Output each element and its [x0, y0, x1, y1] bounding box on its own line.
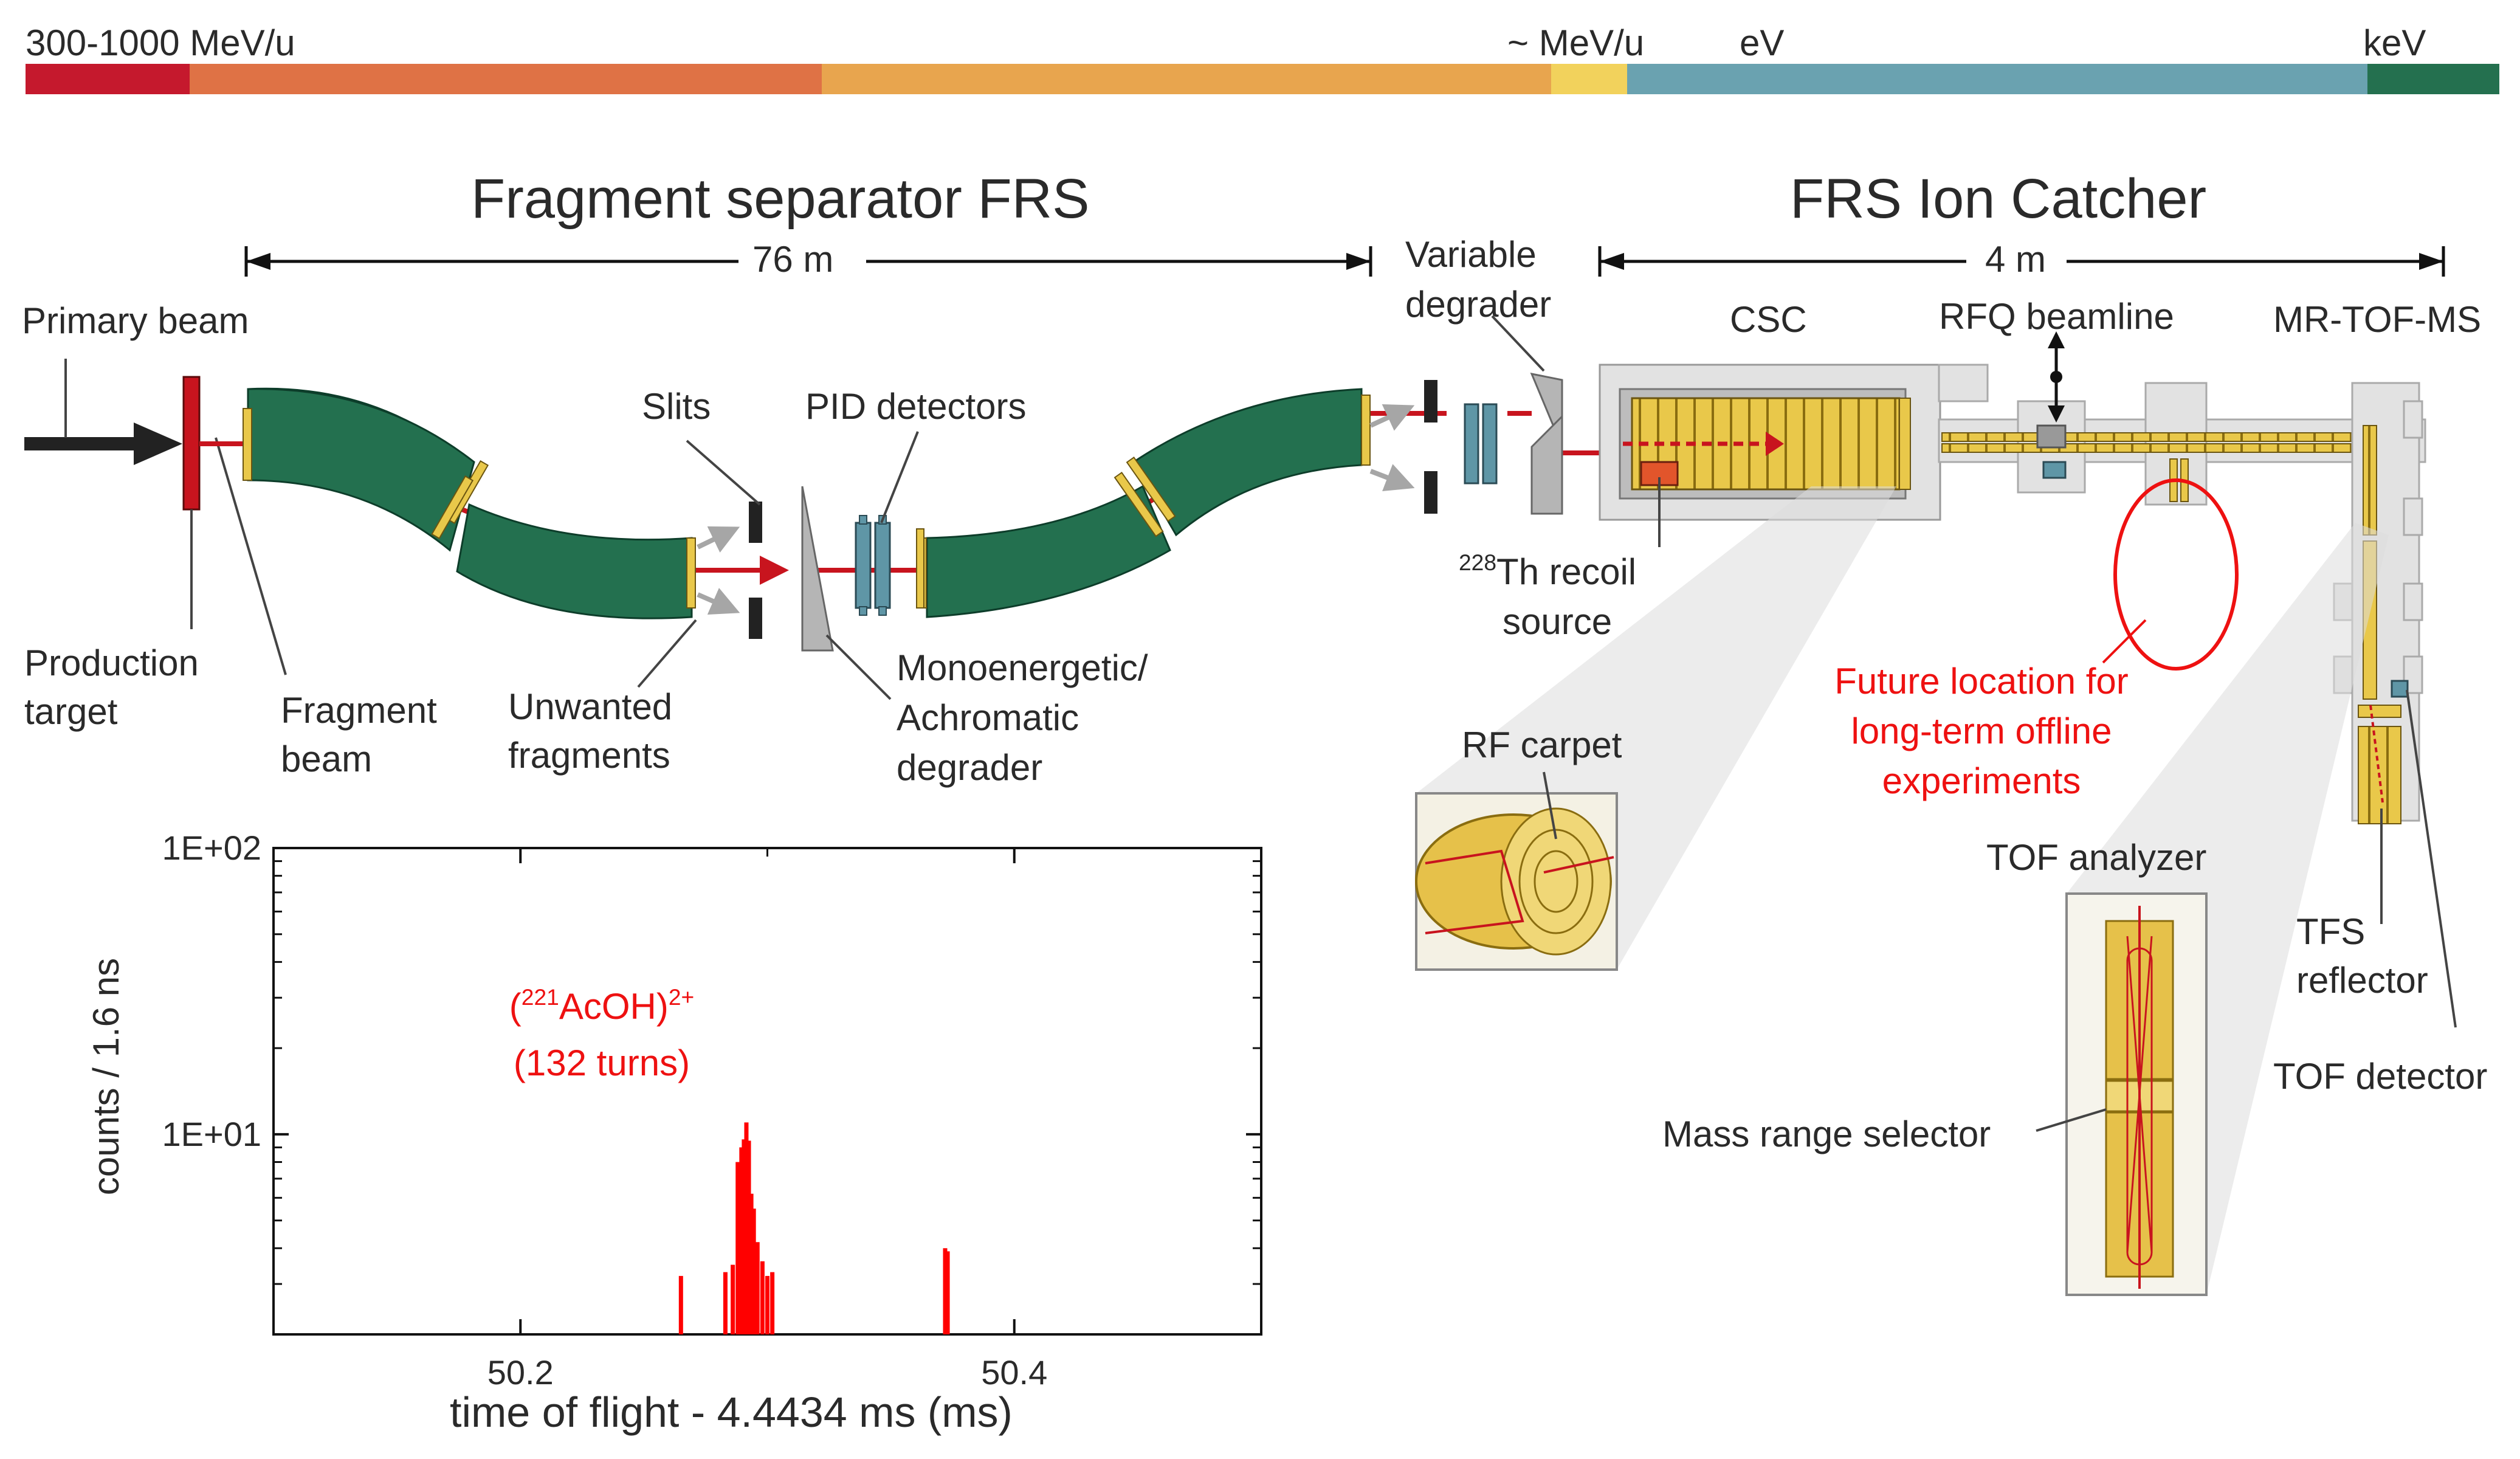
annotation-prefix: (: [509, 986, 522, 1027]
pid-detector: [855, 515, 891, 616]
tfs-reflector-label-2: reflector: [2296, 960, 2428, 1001]
degrader-label-1: Monoenergetic/: [897, 647, 1148, 688]
fragment-beam-label-1: Fragment: [281, 690, 437, 731]
x-tick-label: 50.4: [981, 1353, 1048, 1392]
tof-analyzer-zoom: [2065, 523, 2389, 1296]
variable-degrader-label-2: degrader: [1405, 284, 1552, 325]
annotation-charge: 2+: [668, 984, 695, 1010]
energy-segment-4: [1627, 64, 2367, 94]
slit-top: [749, 502, 762, 543]
energy-label-mev: ~ MeV/u: [1507, 22, 1645, 63]
dipole-magnet-4: [1114, 388, 1371, 537]
production-target-label-1: Production: [24, 643, 199, 683]
chart-y-axis-label: counts / 1.6 ns: [86, 957, 126, 1196]
dipole-magnet-2: [431, 460, 696, 619]
energy-segment-2: [822, 64, 1551, 94]
production-target: [182, 376, 201, 511]
primary-beam-arrow: [24, 359, 182, 465]
energy-scale-bar: [26, 64, 2499, 94]
primary-beam-label: Primary beam: [22, 300, 249, 341]
energy-segment-0: [26, 64, 190, 94]
mass-range-selector-label: Mass range selector: [1662, 1114, 1991, 1154]
energy-segment-3: [1551, 64, 1627, 94]
degrader-label-2: Achromatic: [897, 697, 1079, 738]
recoil-element: Th recoil: [1496, 551, 1637, 592]
tof-detector-label: TOF detector: [2273, 1056, 2488, 1097]
rf-carpet-label: RF carpet: [1462, 725, 1622, 765]
catcher-length-label: 4 m: [1985, 239, 2047, 280]
variable-degrader-detectors: [1464, 403, 1498, 485]
future-location-leader: [2102, 619, 2147, 664]
degrader-leader: [825, 634, 892, 700]
annotation-molecule: AcOH): [559, 986, 669, 1027]
chart-annotation-turns: (132 turns): [513, 1043, 690, 1083]
chart-x-axis-label: time of flight - 4.4434 ms (ms): [450, 1388, 1013, 1436]
frs-dimension-arrow: [244, 246, 1372, 277]
tof-spectrum-plot: [272, 847, 1262, 1336]
unwanted-leader: [637, 619, 697, 688]
achromatic-degrader: [801, 486, 834, 652]
frs-length-label: 76 m: [752, 239, 834, 280]
y-tick-label: 1E+02: [162, 829, 262, 867]
slits-leader: [686, 440, 761, 506]
chart-annotation-species: (221AcOH)2+: [450, 982, 754, 1032]
rfq-vertical-arrow: [2048, 331, 2065, 423]
csc-label: CSC: [1730, 299, 1807, 340]
pid-leader: [880, 431, 919, 523]
energy-label-kev: keV: [2363, 22, 2426, 63]
variable-degrader-wedge-2: [1530, 414, 1563, 515]
rf-carpet-leader: [1543, 771, 1557, 840]
tof-detector-leader: [2406, 689, 2457, 1028]
energy-label-relativistic: 300-1000 MeV/u: [26, 22, 295, 63]
annotation-isotope: 221: [521, 984, 559, 1010]
slit-top-2: [1424, 380, 1437, 423]
ion-catcher-title: FRS Ion Catcher: [1790, 168, 2207, 230]
energy-segment-5: [2367, 64, 2499, 94]
slit-bottom-2: [1424, 471, 1437, 514]
x-tick-label: 50.2: [487, 1353, 554, 1392]
unwanted-fragments-label-2: fragments: [508, 735, 670, 776]
dipole-magnet-1: [243, 387, 475, 552]
degrader-label-3: degrader: [897, 747, 1043, 788]
fragment-beam-leader: [215, 437, 287, 675]
mr-tof-ms-label: MR-TOF-MS: [2273, 299, 2482, 340]
future-location-ellipse: [2113, 478, 2239, 671]
fragment-beam-label-2: beam: [281, 739, 373, 779]
pid-window: [916, 528, 924, 609]
mass-range-leader: [2036, 1108, 2107, 1132]
future-location-label-2: long-term offline: [1851, 711, 2112, 751]
rf-carpet-zoom: [1415, 486, 1896, 971]
unwanted-fragment-arrows: [697, 404, 1415, 615]
energy-label-ev: eV: [1740, 22, 1785, 63]
catcher-dimension-arrow: [1598, 246, 2445, 277]
slits-label: Slits: [642, 386, 711, 427]
variable-degrader-label-1: Variable: [1405, 234, 1537, 275]
variable-degrader-leader: [1491, 315, 1545, 372]
recoil-source-label-2: source: [1503, 601, 1613, 642]
frs-title: Fragment separator FRS: [471, 168, 1090, 230]
recoil-source-label-1: 228Th recoil: [1459, 547, 1636, 597]
tof-analyzer-label: TOF analyzer: [1986, 837, 2207, 878]
production-target-label-2: target: [24, 691, 118, 732]
slit-bottom: [749, 598, 762, 639]
tfs-reflector-label-1: TFS: [2296, 911, 2366, 952]
pid-detectors-label: PID detectors: [805, 386, 1027, 427]
recoil-isotope: 228: [1459, 549, 1497, 575]
future-location-label-1: Future location for: [1834, 661, 2129, 702]
unwanted-fragments-label-1: Unwanted: [508, 686, 673, 727]
energy-segment-1: [190, 64, 822, 94]
y-tick-label: 1E+01: [162, 1114, 262, 1153]
future-location-label-3: experiments: [1882, 761, 2081, 801]
rfq-beamline: [1938, 364, 2426, 506]
dipole-magnet-3: [917, 485, 1171, 618]
rfq-beamline-label: RFQ beamline: [1939, 296, 2174, 337]
